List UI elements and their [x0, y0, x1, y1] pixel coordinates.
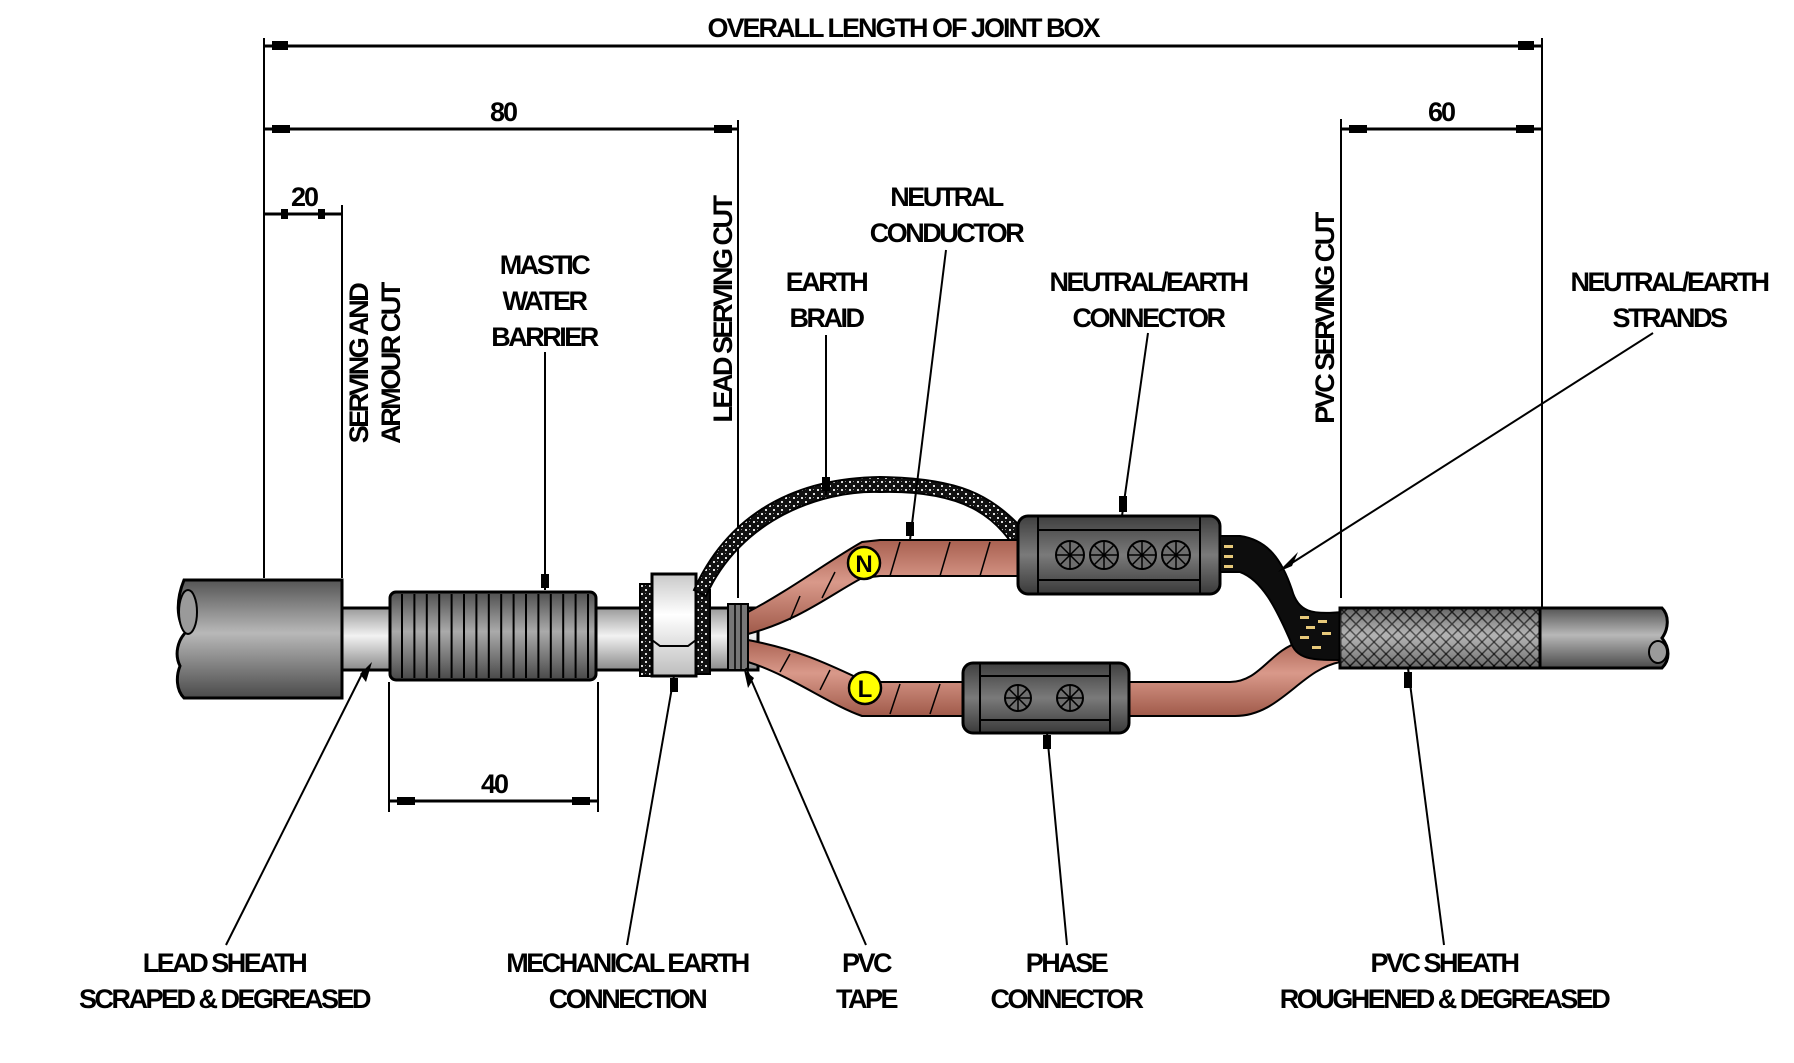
svg-text:STRANDS: STRANDS	[1612, 303, 1726, 333]
tape-stripe	[819, 669, 831, 691]
svg-text:NEUTRAL/EARTH: NEUTRAL/EARTH	[1571, 267, 1769, 297]
strand-dash	[1224, 545, 1233, 548]
strand-dash	[1224, 565, 1233, 568]
label-phase-connector: PHASE CONNECTOR	[990, 732, 1146, 1014]
tape-stripe	[789, 595, 801, 621]
svg-text:TAPE: TAPE	[836, 984, 897, 1014]
strand-dash	[1300, 636, 1309, 639]
svg-text:WATER: WATER	[503, 286, 588, 316]
strand-dash	[1312, 646, 1321, 649]
svg-text:PHASE: PHASE	[1026, 948, 1108, 978]
svg-text:CONNECTOR: CONNECTOR	[1072, 303, 1225, 333]
svg-text:BARRIER: BARRIER	[491, 322, 599, 352]
svg-text:SERVING AND: SERVING AND	[344, 283, 374, 444]
tape-stripe	[779, 653, 791, 673]
label-mastic-water-barrier: MASTIC WATER BARRIER	[491, 250, 601, 590]
neutral-earth-connector	[1016, 514, 1222, 596]
dimension-80: 80	[264, 97, 739, 598]
svg-text:ARMOUR CUT: ARMOUR CUT	[376, 281, 406, 443]
neutral-earth-strands	[1219, 535, 1343, 662]
label-ne-connector: NEUTRAL/EARTH CONNECTOR	[1050, 267, 1250, 517]
neutral-marker-letter: N	[855, 551, 872, 578]
svg-text:EARTH: EARTH	[786, 267, 867, 297]
svg-text:MASTIC: MASTIC	[500, 250, 590, 280]
tape-stripe	[979, 541, 991, 577]
dimension-60-label: 60	[1428, 97, 1455, 127]
pvc-sheath	[1338, 606, 1670, 670]
pvc-serving-cut-label: PVC SERVING CUT	[1310, 211, 1340, 424]
tape-stripe	[929, 683, 941, 715]
tape-stripe	[889, 683, 901, 715]
lead-sheath	[175, 578, 344, 700]
dimension-20-label: 20	[291, 182, 318, 212]
line-marker-letter: L	[858, 676, 873, 703]
svg-text:PVC SHEATH: PVC SHEATH	[1370, 948, 1518, 978]
overall-length-label: OVERALL LENGTH OF JOINT BOX	[707, 13, 1100, 43]
svg-text:CONNECTION: CONNECTION	[549, 984, 707, 1014]
tape-stripe	[821, 571, 836, 599]
svg-text:PVC: PVC	[842, 948, 892, 978]
label-pvc-tape: PVC TAPE	[744, 667, 900, 1014]
strand-dash	[1322, 632, 1331, 635]
strand-dash	[1224, 555, 1233, 558]
neutral-marker: N	[846, 545, 882, 581]
strand-dash	[1306, 626, 1315, 629]
label-ne-strands: NEUTRAL/EARTH STRANDS	[1278, 267, 1771, 572]
strand-dash	[1318, 620, 1327, 623]
svg-text:ROUGHENED & DEGREASED: ROUGHENED & DEGREASED	[1280, 984, 1611, 1014]
svg-text:SCRAPED & DEGREASED: SCRAPED & DEGREASED	[79, 984, 371, 1014]
neutral-conductor	[747, 539, 1023, 636]
svg-text:NEUTRAL/EARTH: NEUTRAL/EARTH	[1050, 267, 1248, 297]
pvc-tape	[727, 603, 749, 671]
svg-text:NEUTRAL: NEUTRAL	[890, 182, 1003, 212]
tape-stripe	[889, 541, 901, 577]
svg-text:MECHANICAL EARTH: MECHANICAL EARTH	[506, 948, 748, 978]
phase-connector	[961, 661, 1131, 735]
dimension-overall: OVERALL LENGTH OF JOINT BOX	[263, 13, 1543, 610]
mechanical-earth-ring	[639, 572, 711, 678]
dimension-20: 20	[264, 182, 343, 578]
label-pvc-sheath: PVC SHEATH ROUGHENED & DEGREASED	[1280, 667, 1613, 1014]
svg-text:BRAID: BRAID	[790, 303, 865, 333]
label-mechanical-earth: MECHANICAL EARTH CONNECTION	[506, 675, 751, 1014]
dimension-80-label: 80	[490, 97, 517, 127]
dimension-60: 60	[1340, 97, 1542, 598]
dimension-40: 40	[388, 682, 599, 812]
lead-serving-cut-label: LEAD SERVING CUT	[708, 194, 738, 422]
dimension-40-label: 40	[481, 769, 508, 799]
strand-dash	[1300, 616, 1309, 619]
svg-text:LEAD SHEATH: LEAD SHEATH	[143, 948, 307, 978]
mastic-water-barrier	[388, 590, 598, 682]
tape-stripe	[939, 541, 951, 577]
line-marker: L	[847, 670, 883, 706]
label-earth-braid: EARTH BRAID	[786, 267, 870, 495]
svg-text:CONDUCTOR: CONDUCTOR	[870, 218, 1025, 248]
svg-text:CONNECTOR: CONNECTOR	[990, 984, 1143, 1014]
label-neutral-conductor: NEUTRAL CONDUCTOR	[870, 182, 1027, 541]
label-lead-sheath: LEAD SHEATH SCRAPED & DEGREASED	[79, 662, 374, 1014]
serving-armour-cut-label: SERVING AND ARMOUR CUT	[344, 281, 406, 443]
